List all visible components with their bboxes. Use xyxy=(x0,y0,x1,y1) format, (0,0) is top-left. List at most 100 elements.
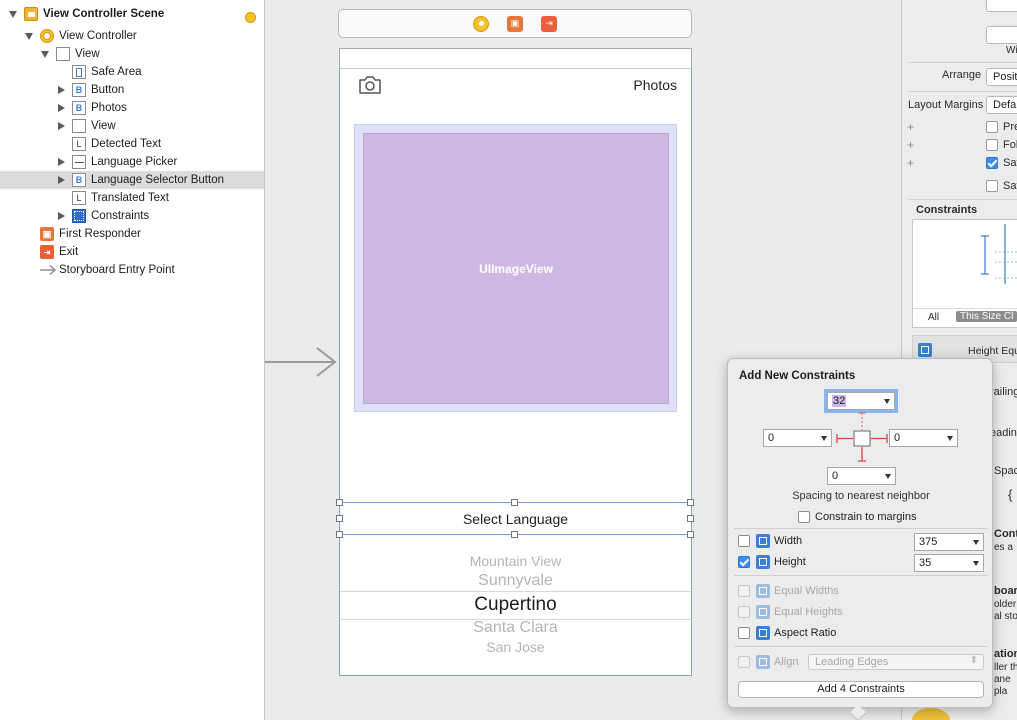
chevron-down-icon[interactable] xyxy=(884,399,890,404)
picker-divider xyxy=(340,591,691,592)
top-spacing-field[interactable]: 32 xyxy=(824,389,898,413)
disclosure-down-icon[interactable] xyxy=(24,31,34,41)
tab-this-size-class[interactable]: This Size Cl xyxy=(956,311,1017,322)
safe-area-checkbox[interactable] xyxy=(986,157,998,169)
outline-item-label: Detected Text xyxy=(91,138,162,150)
outline-item-language-selector-button[interactable]: B Language Selector Button xyxy=(0,171,264,189)
resize-handle[interactable] xyxy=(336,531,343,538)
left-spacing-field[interactable]: 0 xyxy=(763,429,832,447)
storyboard-entry-arrow[interactable] xyxy=(265,346,337,378)
width-value-field[interactable]: 375 xyxy=(914,533,984,551)
preserve-checkbox[interactable] xyxy=(986,121,998,133)
inspector-field[interactable] xyxy=(986,26,1017,44)
exit-icon[interactable]: ⇥ xyxy=(541,15,557,32)
chevron-down-icon[interactable] xyxy=(973,561,979,566)
disclosure-down-icon[interactable] xyxy=(40,49,50,59)
disclosure-right-icon[interactable] xyxy=(56,157,66,167)
height-checkbox[interactable] xyxy=(738,556,750,568)
photos-button[interactable]: Photos xyxy=(633,77,677,93)
image-view[interactable]: UIImageView xyxy=(363,133,669,404)
safe-area-icon xyxy=(72,65,86,79)
disclosure-right-icon[interactable] xyxy=(56,103,66,113)
add-variation-icon[interactable]: + xyxy=(907,120,915,134)
scene-icon xyxy=(24,7,38,21)
picker-row[interactable]: Sunnyvale xyxy=(478,572,553,589)
resize-handle[interactable] xyxy=(511,499,518,506)
arrange-popup[interactable]: Posit xyxy=(986,68,1017,86)
align-checkbox[interactable] xyxy=(738,656,750,668)
picker-icon xyxy=(72,155,86,169)
tab-all[interactable]: All xyxy=(928,312,940,323)
follow-label: Fol xyxy=(1003,139,1017,151)
outline-item-label: Button xyxy=(91,84,125,96)
chevron-down-icon[interactable] xyxy=(947,436,953,441)
resize-handle[interactable] xyxy=(687,531,694,538)
resize-handle[interactable] xyxy=(687,499,694,506)
left-spacing-value: 0 xyxy=(768,432,775,444)
equal-widths-checkbox[interactable] xyxy=(738,585,750,597)
outline-item-detected-text[interactable]: L Detected Text xyxy=(0,135,264,153)
layout-margins-popup[interactable]: Defa xyxy=(986,96,1017,114)
outline-item-language-picker[interactable]: Language Picker xyxy=(0,153,264,171)
add-constraints-button[interactable]: Add 4 Constraints xyxy=(738,681,984,698)
camera-icon[interactable] xyxy=(358,75,382,95)
constraints-diagram[interactable]: All This Size Cl xyxy=(912,219,1017,328)
aspect-ratio-checkbox[interactable] xyxy=(738,627,750,639)
disclosure-down-icon[interactable] xyxy=(8,9,18,19)
add-variation-icon[interactable]: + xyxy=(907,156,915,170)
equal-heights-checkbox[interactable] xyxy=(738,606,750,618)
follow-checkbox[interactable] xyxy=(986,139,998,151)
storyboard-canvas[interactable]: ▣ ⇥ Photos UIImageView Select Language M… xyxy=(265,0,901,720)
disclosure-right-icon[interactable] xyxy=(56,211,66,221)
button-icon: B xyxy=(72,83,86,97)
outline-item-safe-area[interactable]: Safe Area xyxy=(0,63,264,81)
view-controller-view[interactable]: Photos UIImageView Select Language Mount… xyxy=(336,48,694,676)
library-button[interactable] xyxy=(912,708,950,720)
outline-item-storyboard-entry-point[interactable]: Storyboard Entry Point xyxy=(0,261,264,279)
width-label: Width xyxy=(774,535,803,547)
outline-scene-row[interactable]: View Controller Scene xyxy=(0,5,264,23)
picker-row[interactable]: San Jose xyxy=(486,639,545,655)
outline-item-first-responder[interactable]: ▣ First Responder xyxy=(0,225,264,243)
outline-item-subview[interactable]: View xyxy=(0,117,264,135)
outline-item-photos[interactable]: B Photos xyxy=(0,99,264,117)
disclosure-right-icon[interactable] xyxy=(56,85,66,95)
align-popup[interactable]: Leading Edges xyxy=(808,654,984,670)
outline-item-view-controller[interactable]: View Controller xyxy=(0,27,264,45)
language-picker[interactable]: Mountain View Sunnyvale Cupertino Santa … xyxy=(340,547,691,657)
add-variation-icon[interactable]: + xyxy=(907,138,915,152)
constrain-margins-checkbox[interactable] xyxy=(798,511,810,523)
preserve-label: Pre xyxy=(1003,121,1017,133)
outline-item-label: Language Picker xyxy=(91,156,178,168)
first-responder-icon[interactable]: ▣ xyxy=(507,15,523,32)
outline-item-translated-text[interactable]: L Translated Text xyxy=(0,189,264,207)
outline-item-exit[interactable]: ⇥ Exit xyxy=(0,243,264,261)
outline-item-button[interactable]: B Button xyxy=(0,81,264,99)
picker-row[interactable]: Santa Clara xyxy=(473,619,558,636)
height-value-field[interactable]: 35 xyxy=(914,554,984,572)
chevron-down-icon[interactable] xyxy=(885,474,891,479)
picker-row-selected[interactable]: Cupertino xyxy=(474,594,557,615)
outline-item-label: Translated Text xyxy=(91,192,169,204)
image-container[interactable]: UIImageView xyxy=(354,124,677,412)
resize-handle[interactable] xyxy=(687,515,694,522)
top-spacing-value: 32 xyxy=(832,395,847,407)
view-controller-icon[interactable] xyxy=(473,15,489,32)
chevron-down-icon[interactable] xyxy=(821,436,827,441)
chevron-down-icon[interactable] xyxy=(973,540,979,545)
bottom-spacing-field[interactable]: 0 xyxy=(827,467,896,485)
resize-handle[interactable] xyxy=(336,499,343,506)
safe-area-relative-checkbox[interactable] xyxy=(986,180,998,192)
constraint-struts-icon[interactable] xyxy=(832,411,894,467)
resize-handle[interactable] xyxy=(511,531,518,538)
disclosure-right-icon[interactable] xyxy=(56,121,66,131)
outline-item-view[interactable]: View xyxy=(0,45,264,63)
resize-handle[interactable] xyxy=(336,515,343,522)
width-checkbox[interactable] xyxy=(738,535,750,547)
disclosure-right-icon[interactable] xyxy=(56,175,66,185)
inspector-field[interactable] xyxy=(986,0,1017,12)
outline-scene-title: View Controller Scene xyxy=(43,8,165,20)
outline-item-constraints[interactable]: Constraints xyxy=(0,207,264,225)
picker-row[interactable]: Mountain View xyxy=(469,553,562,569)
right-spacing-field[interactable]: 0 xyxy=(889,429,958,447)
